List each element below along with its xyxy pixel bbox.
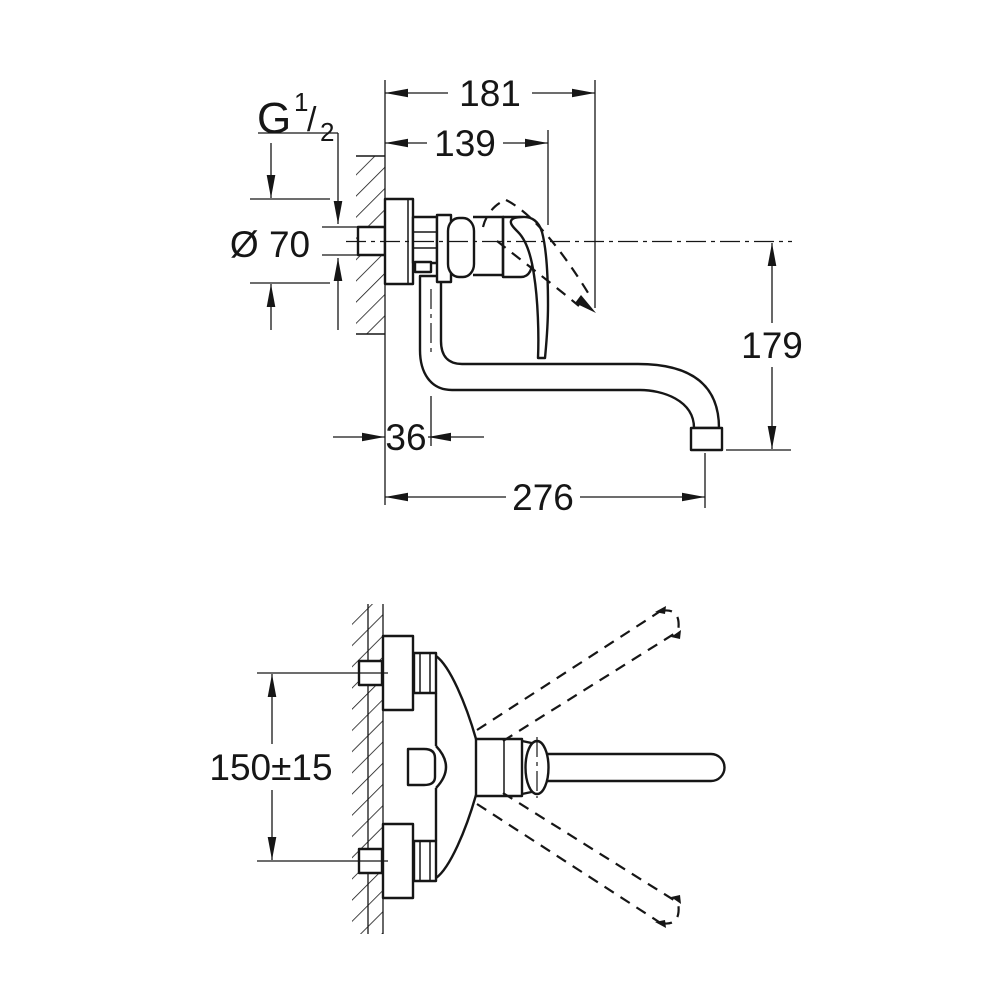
escutcheon-bottom: [381, 822, 415, 900]
dimension-label-276: 276: [512, 477, 574, 518]
union-nut: [411, 215, 439, 274]
dimension-label-150-15: 150±15: [209, 747, 332, 788]
spout: [418, 274, 724, 452]
spout-boss: [474, 737, 550, 798]
motion-arrowhead: [575, 295, 596, 313]
spout-tube: [418, 274, 721, 430]
wall-section: [356, 80, 386, 505]
dimension-label-181: 181: [459, 73, 521, 114]
dimension-label-36: 36: [385, 417, 426, 458]
spout-swivel-range: [476, 606, 681, 928]
union-nut-top: [412, 651, 438, 695]
spout-aerator: [689, 426, 724, 452]
plan-view: 150±15: [209, 604, 726, 934]
dimension-label-diameter-70: Ø 70: [230, 224, 310, 265]
dimension-label-179: 179: [741, 325, 803, 366]
lever-handle: [509, 215, 550, 360]
dimension-body-projection: 139: [385, 123, 549, 225]
dimension-total-projection: 181: [385, 73, 596, 308]
lever-end-plan: [406, 747, 437, 787]
dimension-wall-to-riser: 36: [333, 396, 484, 458]
valve-body: [435, 213, 504, 284]
dimension-outlet-drop: 179: [726, 243, 803, 451]
lever-swivel-position: [481, 198, 596, 313]
body-waist-curve: [435, 745, 448, 789]
wall-section-plan: [352, 604, 384, 934]
dimension-spout-reach: 276: [385, 453, 706, 518]
spout-tube-plan: [546, 752, 726, 783]
mixer-body-plan: [406, 655, 478, 879]
dimension-escutcheon-diameter: Ø 70: [230, 143, 330, 330]
dimension-label-139: 139: [434, 123, 496, 164]
dimension-inlet-spacing: 150±15: [209, 672, 388, 862]
union-nut-bottom: [412, 839, 438, 883]
